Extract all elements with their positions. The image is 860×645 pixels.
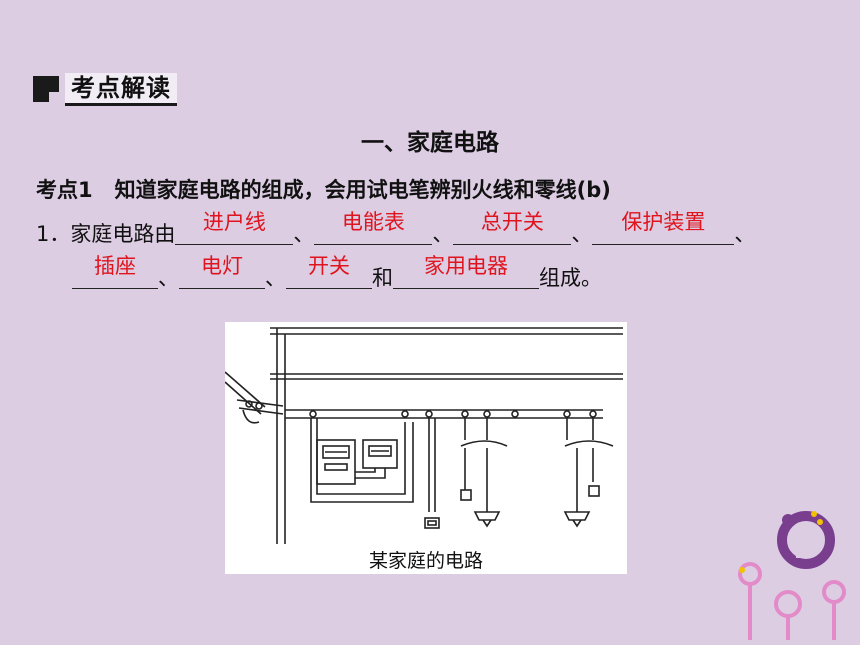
household-circuit-diagram	[225, 327, 623, 544]
answer-3: 总开关	[480, 210, 544, 234]
separator: 、	[158, 266, 179, 290]
kaodian-text: 知道家庭电路的组成，会用试电笔辨别火线和零线(b)	[114, 178, 611, 202]
badge-square-icon	[33, 76, 59, 102]
answer-1: 进户线	[202, 210, 266, 234]
answer-6: 电灯	[201, 254, 243, 278]
answer-blank-3: 总开关	[453, 210, 572, 245]
separator: 、	[265, 266, 286, 290]
question-suffix: 组成。	[539, 266, 602, 290]
separator: 、	[734, 222, 756, 246]
answer-blank-4: 保护装置	[592, 210, 735, 245]
question-prefix: 家庭电路由	[70, 222, 176, 246]
answer-blank-7: 开关	[286, 254, 372, 289]
answer-2: 电能表	[341, 210, 405, 234]
answer-blank-8: 家用电器	[393, 254, 539, 289]
answer-8: 家用电器	[424, 254, 508, 278]
answer-4: 保护装置	[621, 210, 706, 234]
and-word: 和	[372, 266, 393, 290]
answer-blank-5: 插座	[72, 254, 158, 289]
circuit-figure: 某家庭的电路	[225, 322, 627, 574]
separator: 、	[293, 222, 315, 246]
section-title: 一、家庭电路	[361, 130, 499, 156]
answer-7: 开关	[308, 254, 350, 278]
answer-blank-2: 电能表	[314, 210, 433, 245]
figure-caption: 某家庭的电路	[368, 550, 483, 572]
answer-blank-6: 电灯	[179, 254, 265, 289]
question-line-2: 插座、电灯、开关和家用电器组成。	[72, 254, 602, 292]
badge-label: 考点解读	[65, 73, 177, 106]
kaodian-heading: 考点1 知道家庭电路的组成，会用试电笔辨别火线和零线(b)	[36, 174, 611, 204]
answer-blank-1: 进户线	[175, 210, 294, 245]
kaodian-label: 考点1	[36, 178, 93, 202]
answer-5: 插座	[94, 254, 136, 278]
question-number: 1．	[36, 222, 71, 246]
separator: 、	[571, 222, 593, 246]
decorative-flourish-icon	[738, 511, 846, 640]
separator: 、	[432, 222, 454, 246]
section-badge: 考点解读	[33, 70, 193, 108]
question-line-1: 1．家庭电路由 进户线、 电能表、 总开关、 保护装置、	[36, 210, 756, 248]
